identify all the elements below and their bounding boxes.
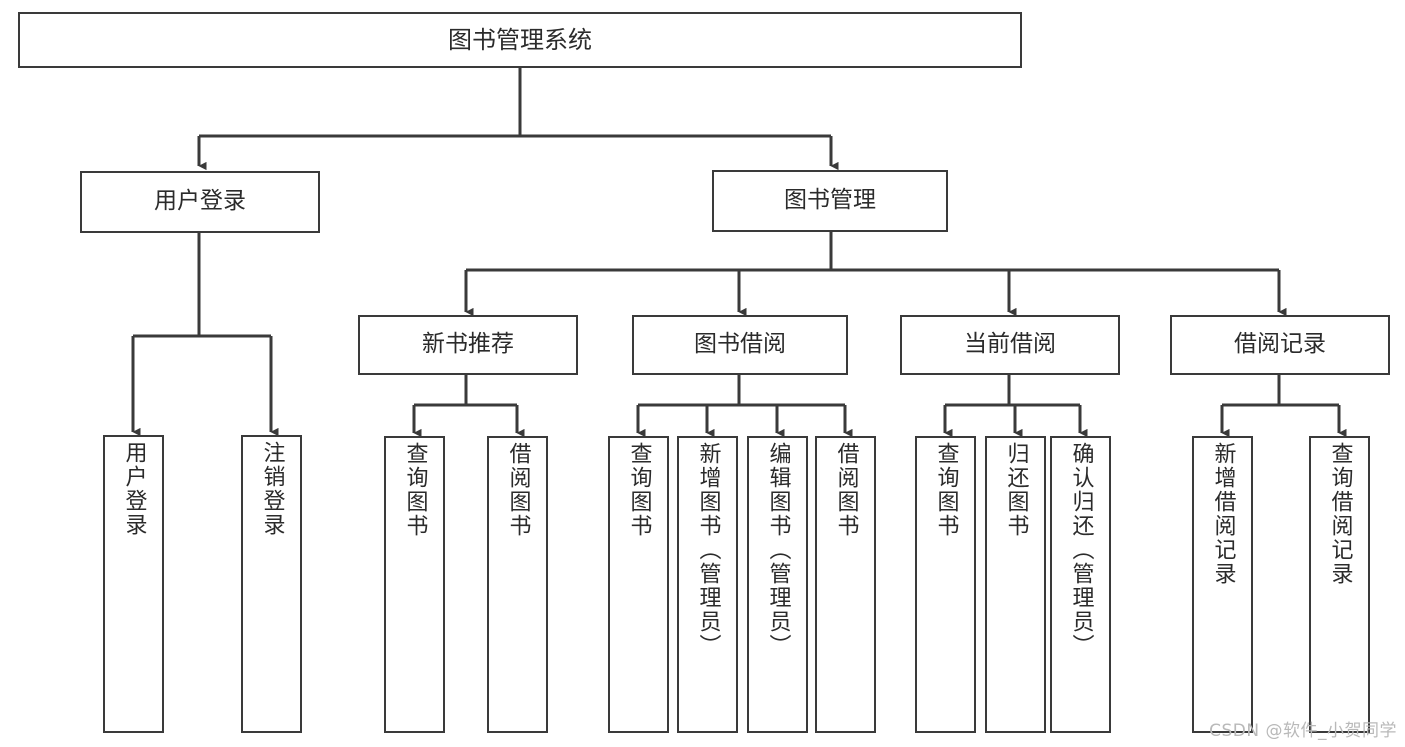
- node-borrow-record-label: 借阅记录: [1234, 331, 1326, 358]
- node-leaf-confirm-return[interactable]: 确认归还（管理员）: [1050, 436, 1111, 733]
- node-current-borrow-label: 当前借阅: [964, 331, 1056, 358]
- node-leaf-logout-login-label: 注销登录: [259, 441, 285, 537]
- node-user-login-label: 用户登录: [154, 188, 246, 215]
- node-new-book-rec-label: 新书推荐: [422, 331, 514, 358]
- node-leaf-logout-login[interactable]: 注销登录: [241, 435, 302, 733]
- node-leaf-user-login-label: 用户登录: [121, 441, 147, 537]
- node-leaf-query-book-1[interactable]: 查询图书: [384, 436, 445, 733]
- node-borrow-record[interactable]: 借阅记录: [1170, 315, 1390, 375]
- node-leaf-query-book-3-label: 查询图书: [933, 442, 959, 538]
- node-book-manage[interactable]: 图书管理: [712, 170, 948, 232]
- node-new-book-rec[interactable]: 新书推荐: [358, 315, 578, 375]
- node-leaf-return-book[interactable]: 归还图书: [985, 436, 1046, 733]
- node-leaf-query-book-3[interactable]: 查询图书: [915, 436, 976, 733]
- node-root-system[interactable]: 图书管理系统: [18, 12, 1022, 68]
- node-leaf-query-book-2-label: 查询图书: [626, 442, 652, 538]
- node-leaf-confirm-return-label: 确认归还（管理员）: [1068, 442, 1094, 658]
- node-leaf-borrow-book-1-label: 借阅图书: [505, 442, 531, 538]
- node-leaf-add-book-label: 新增图书（管理员）: [695, 442, 721, 658]
- node-leaf-add-record[interactable]: 新增借阅记录: [1192, 436, 1253, 733]
- node-root-system-label: 图书管理系统: [448, 25, 592, 54]
- node-current-borrow[interactable]: 当前借阅: [900, 315, 1120, 375]
- node-leaf-add-book[interactable]: 新增图书（管理员）: [677, 436, 738, 733]
- node-leaf-borrow-book-2-label: 借阅图书: [833, 442, 859, 538]
- node-user-login[interactable]: 用户登录: [80, 171, 320, 233]
- node-leaf-edit-book-label: 编辑图书（管理员）: [765, 442, 791, 658]
- node-book-borrow[interactable]: 图书借阅: [632, 315, 848, 375]
- node-leaf-query-book-2[interactable]: 查询图书: [608, 436, 669, 733]
- node-leaf-borrow-book-1[interactable]: 借阅图书: [487, 436, 548, 733]
- node-leaf-return-book-label: 归还图书: [1003, 442, 1029, 538]
- node-book-borrow-label: 图书借阅: [694, 331, 786, 358]
- node-leaf-query-record[interactable]: 查询借阅记录: [1309, 436, 1370, 733]
- node-leaf-query-book-1-label: 查询图书: [402, 442, 428, 538]
- node-leaf-add-record-label: 新增借阅记录: [1210, 442, 1236, 586]
- node-leaf-edit-book[interactable]: 编辑图书（管理员）: [747, 436, 808, 733]
- node-leaf-borrow-book-2[interactable]: 借阅图书: [815, 436, 876, 733]
- node-leaf-user-login[interactable]: 用户登录: [103, 435, 164, 733]
- node-leaf-query-record-label: 查询借阅记录: [1327, 442, 1353, 586]
- node-book-manage-label: 图书管理: [784, 187, 876, 214]
